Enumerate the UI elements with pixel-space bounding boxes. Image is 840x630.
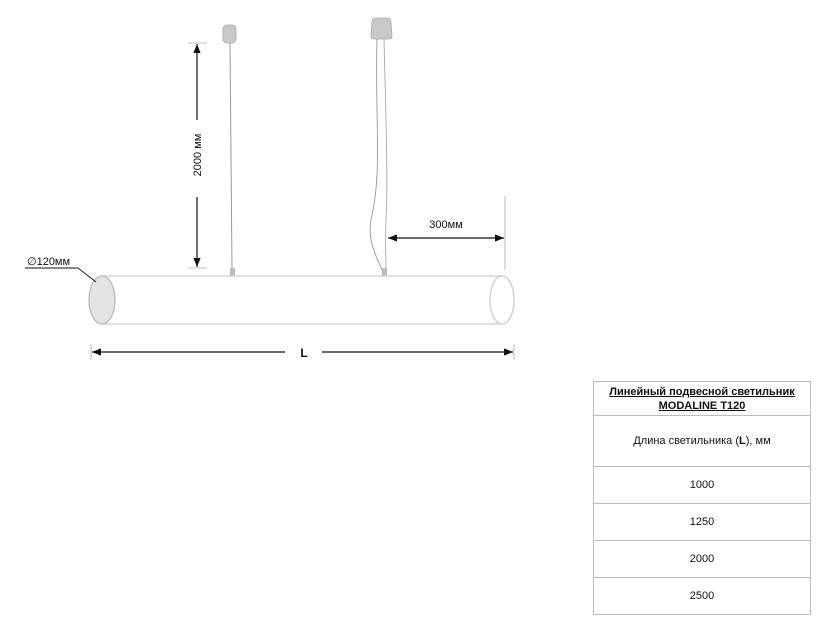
- table-row: 1250: [593, 503, 811, 541]
- length-value: 1000: [593, 466, 811, 504]
- table-column-header: Длина светильника (L), мм: [593, 415, 811, 467]
- table-title-row: Линейный подвесной светильник MODALINE T…: [593, 381, 811, 416]
- length-value: 2500: [593, 577, 811, 615]
- right-power-cable: [383, 38, 388, 271]
- left-suspension-cable: [229, 42, 233, 271]
- table-title-line2: MODALINE T120: [658, 399, 746, 412]
- table-row: 2500: [593, 577, 811, 615]
- right-cable-connector: [382, 268, 387, 276]
- tube-left-end-cap: [88, 275, 116, 325]
- header-bold: L: [739, 435, 746, 447]
- left-ceiling-canopy: [222, 24, 237, 44]
- diameter-leader-pointer: [77, 267, 97, 283]
- header-prefix: Длина светильника (: [633, 435, 740, 447]
- length-value: 2000: [593, 540, 811, 578]
- right-suspension-cable: [369, 38, 383, 271]
- suspension-offset-label: 300мм: [429, 219, 462, 231]
- table-title: Линейный подвесной светильник MODALINE T…: [593, 381, 811, 416]
- table-title-line1: Линейный подвесной светильник: [609, 385, 795, 398]
- diameter-label: ∅120мм: [27, 256, 70, 268]
- table-row: 1000: [593, 466, 811, 504]
- header-suffix: ), мм: [745, 435, 771, 447]
- length-label: L: [300, 346, 307, 360]
- luminaire-tube: [102, 275, 515, 325]
- length-spec-table: Линейный подвесной светильник MODALINE T…: [593, 381, 811, 615]
- left-cable-connector: [230, 268, 235, 276]
- table-row: 2000: [593, 540, 811, 578]
- table-header-row: Длина светильника (L), мм: [593, 415, 811, 467]
- right-ceiling-canopy: [370, 17, 393, 40]
- tube-right-end-cap: [489, 275, 515, 325]
- height-dimension-label: 2000 мм: [192, 134, 204, 177]
- length-value: 1250: [593, 503, 811, 541]
